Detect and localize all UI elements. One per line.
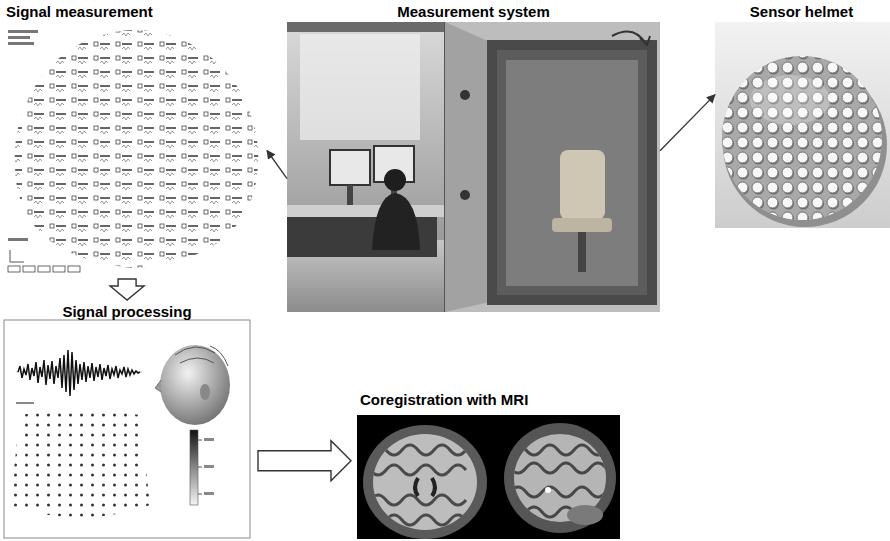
panel-heading: Measurement system [287,2,660,22]
image-panel: Sensor helmet [715,2,888,228]
panel-heading: Signal processing [2,302,252,322]
block-arrow [110,279,144,300]
helmet-photo [715,22,890,228]
pointer-arrow [660,95,715,151]
image-panel: Signal measurement [3,2,267,277]
panel-heading: Coregistration with MRI [357,390,622,410]
image-panel: Coregistration with MRI [357,390,622,539]
block-arrow [258,441,351,481]
panel-heading: Signal measurement [3,2,267,22]
image-panel: Measurement system [287,2,660,312]
processing-screenshot [4,320,250,538]
pointer-arrow [267,151,287,179]
mri-images [357,415,620,539]
image-panel: Signal processing [2,302,252,539]
lab-photo [287,22,660,312]
sensor-layout [5,24,265,274]
panel-heading: Sensor helmet [715,2,888,22]
